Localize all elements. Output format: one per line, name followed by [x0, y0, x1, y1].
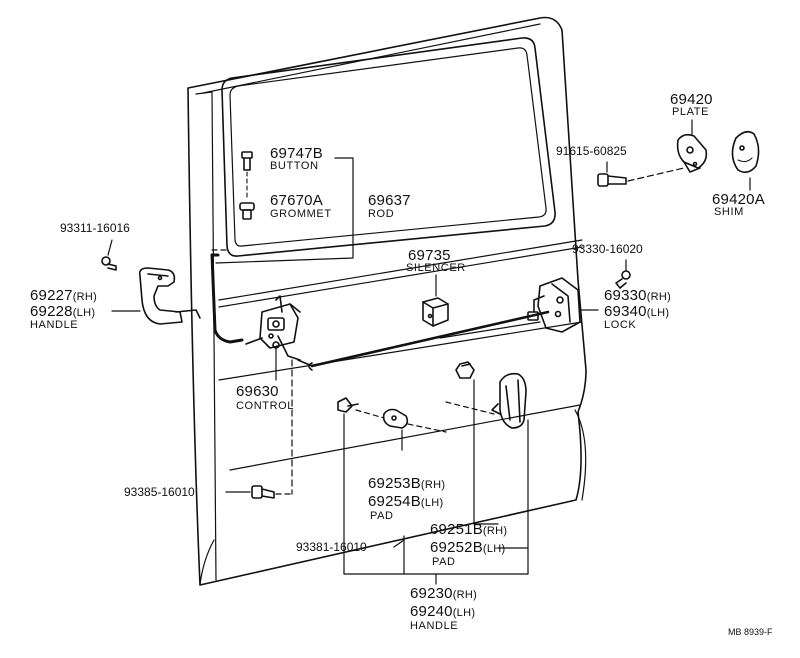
- inner-handle-part: [138, 267, 201, 325]
- screw-93330-part: [615, 270, 631, 289]
- upper-link: [439, 321, 541, 339]
- door-panel: [187, 16, 587, 586]
- grommet-part: [239, 202, 255, 220]
- rod-number: 69637: [368, 192, 411, 209]
- lock-rh-number: 69330(RH): [604, 287, 672, 304]
- shim-name: SHIM: [714, 206, 744, 218]
- bolt-91615-part: [597, 173, 627, 187]
- outer-handle-lh-number: 69240(LH): [410, 603, 476, 620]
- control-link-rod: [310, 310, 550, 368]
- lock-name: LOCK: [604, 319, 637, 331]
- pad-69253-lh-number: 69254B(LH): [368, 493, 444, 510]
- screw-93381-number: 93381-16010: [296, 540, 367, 554]
- lock-lh-number: 69340(LH): [604, 303, 670, 320]
- silencer-part: [422, 297, 449, 327]
- control-part: [245, 295, 301, 361]
- control-name: CONTROL: [236, 400, 294, 412]
- pad-69253-part: [382, 408, 409, 429]
- outer-handle-name: HANDLE: [410, 620, 459, 632]
- shim-number: 69420A: [712, 191, 765, 208]
- screw-93330-number: 93330-16020: [572, 242, 643, 256]
- plate-part: [676, 133, 708, 173]
- inner-handle-name: HANDLE: [30, 319, 79, 331]
- button-number: 69747B: [270, 145, 323, 162]
- silencer-name: SILENCER: [406, 262, 466, 274]
- pad-69251-name: PAD: [432, 556, 456, 568]
- grommet-number: 67670A: [270, 192, 323, 209]
- pad-69251-part: [455, 361, 475, 379]
- rod-name: ROD: [368, 208, 395, 220]
- window-frame: [211, 37, 556, 257]
- control-number: 69630: [236, 383, 279, 400]
- screw-93385-part: [251, 485, 275, 499]
- plate-name: PLATE: [672, 106, 710, 118]
- silencer-number: 69735: [408, 247, 451, 264]
- rod-leader: [215, 157, 354, 264]
- button-part: [241, 151, 253, 171]
- screw-93385-number: 93385-16010: [124, 485, 195, 499]
- plate-number: 69420: [670, 91, 713, 108]
- screw-93311-part: [101, 256, 117, 271]
- screw-93311-number: 93311-16016: [60, 221, 130, 235]
- pad-69253-name: PAD: [370, 510, 394, 522]
- pad-69253-rh-number: 69253B(RH): [368, 475, 446, 492]
- shim-part: [731, 130, 760, 174]
- figure-code: MB 8939-F: [728, 627, 773, 637]
- outer-handle-rh-number: 69230(RH): [410, 585, 478, 602]
- lock-part: [527, 277, 581, 333]
- inner-handle-lh-number: 69228(LH): [30, 303, 96, 320]
- outer-handle-part: [491, 372, 527, 429]
- button-name: BUTTON: [270, 160, 319, 172]
- rod-part: [210, 253, 244, 344]
- bolt-91615-number: 91615-60825: [556, 144, 627, 158]
- grommet-name: GROMMET: [270, 208, 332, 220]
- screw-93381-part: [337, 397, 359, 413]
- pad-69251-rh-number: 69251B(RH): [430, 521, 508, 538]
- inner-handle-rh-number: 69227(RH): [30, 287, 98, 304]
- pad-69251-lh-number: 69252B(LH): [430, 539, 506, 556]
